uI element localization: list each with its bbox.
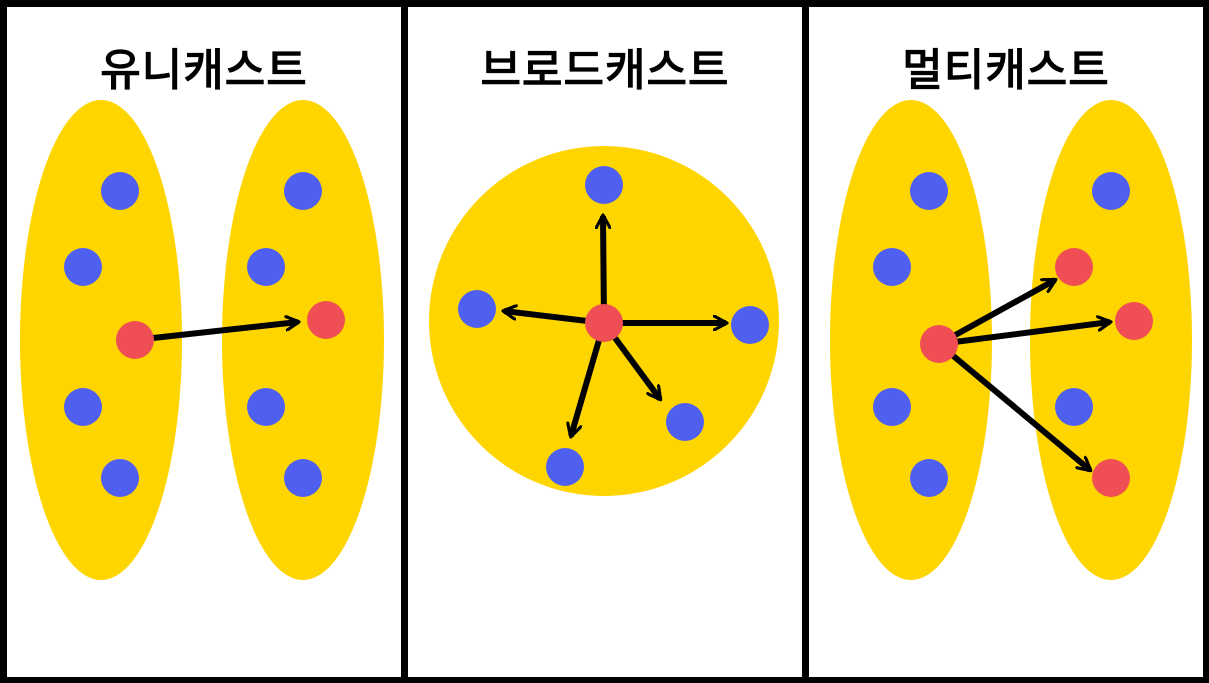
receiver-node [1055,248,1093,286]
receiver-node [307,301,345,339]
host-node [284,459,322,497]
host-node [1092,172,1130,210]
unicast-arrow [134,322,298,343]
broadcast-title: 브로드캐스트 [480,45,730,96]
host-node [873,248,911,286]
host-node [546,448,584,486]
host-node [1055,388,1093,426]
host-node [731,306,769,344]
right-group-ellipse [222,100,384,580]
sender-node [920,325,958,363]
unicast-title: 유니캐스트 [100,45,308,96]
host-node [873,388,911,426]
host-node [101,172,139,210]
receiver-node [1092,459,1130,497]
host-node [247,388,285,426]
sender-node [585,304,623,342]
host-node [64,388,102,426]
host-node [64,248,102,286]
broadcast-illustration [429,146,779,496]
unicast-panel: 유니캐스트 [7,7,401,677]
host-node [458,290,496,328]
multicast-arrow [937,341,1090,473]
sender-node [116,321,154,359]
host-node [666,403,704,441]
multicast-arrow [938,322,1110,347]
multicast-illustration [830,100,1192,580]
multicast-title: 멀티캐스트 [902,45,1110,96]
multicast-panel: 멀티캐스트 [809,7,1203,677]
unicast-illustration [20,100,384,580]
host-node [284,172,322,210]
host-node [910,459,948,497]
left-group-ellipse [20,100,182,580]
left-group-ellipse [830,100,992,580]
right-group-ellipse [1030,100,1192,580]
host-node [101,459,139,497]
receiver-node [1115,302,1153,340]
multicast-arrow [937,277,1055,347]
host-node [585,166,623,204]
broadcast-arrow [571,322,607,436]
broadcast-panel: 브로드캐스트 [408,7,802,677]
host-node [910,172,948,210]
host-node [247,248,285,286]
